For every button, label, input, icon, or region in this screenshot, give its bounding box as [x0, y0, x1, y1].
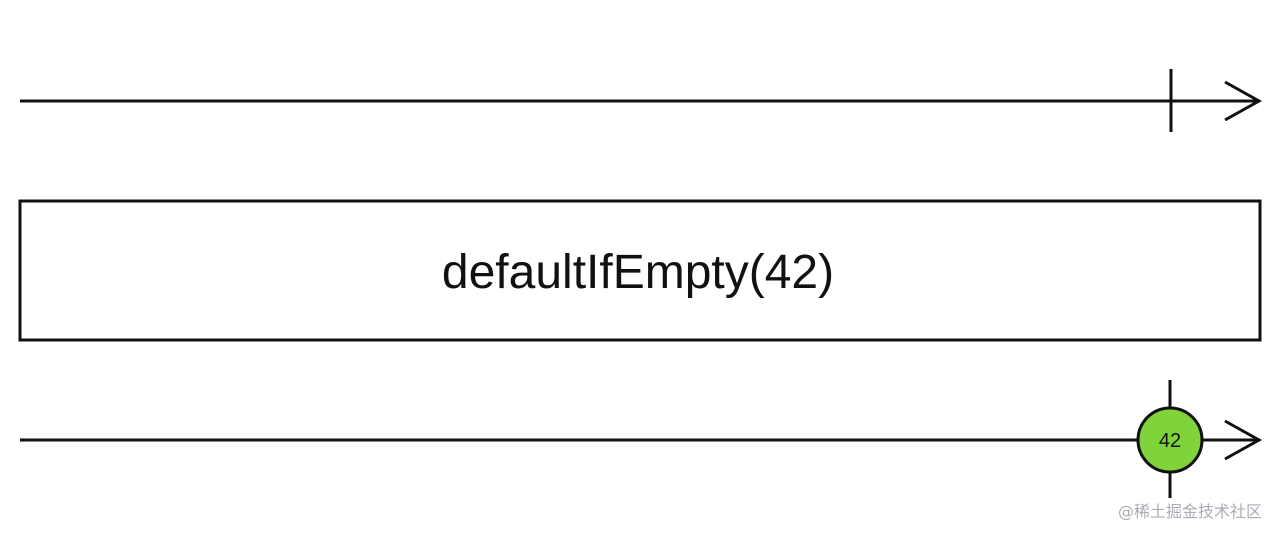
output-marble: 42	[1136, 406, 1204, 474]
input-arrow-head	[1224, 80, 1263, 122]
output-arrow-head	[1224, 419, 1263, 461]
operator-box-frame	[18, 199, 1262, 342]
output-marble-circle	[1136, 406, 1204, 474]
operator-label: defaultIfEmpty(42)	[442, 246, 834, 299]
operator-box: defaultIfEmpty(42)	[18, 199, 1262, 342]
watermark: @稀土掘金技术社区	[1117, 502, 1262, 521]
output-marble-label: 42	[1159, 430, 1181, 452]
input-timeline	[20, 69, 1263, 132]
output-timeline: 42	[20, 380, 1263, 498]
